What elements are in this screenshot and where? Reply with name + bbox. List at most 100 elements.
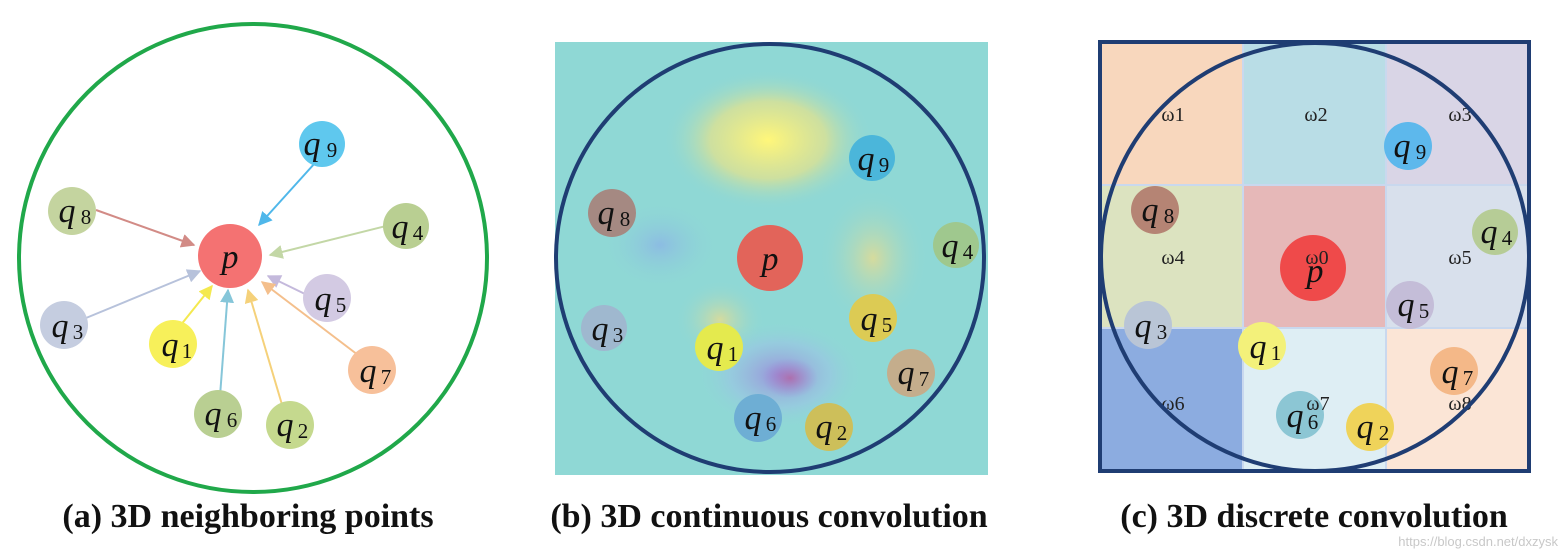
point-q6 [1276,391,1324,439]
label-q8: q [1142,192,1159,229]
point-q5 [303,274,351,322]
arrow-q8 [95,209,196,248]
label-q9: q [304,126,321,163]
sub-q8: 8 [1164,204,1175,228]
point-q3 [581,305,627,351]
label-q2: q [1357,409,1374,446]
label-p: p [220,239,239,276]
point-p [737,225,803,291]
sub-q9: 9 [879,153,890,177]
sub-q8: 8 [620,207,631,231]
label-q5: q [861,301,878,338]
arrow-q6 [219,288,235,397]
sub-q3: 3 [73,320,84,344]
point-q8 [48,187,96,235]
point-q4 [383,203,429,249]
point-q9 [849,135,895,181]
label-q6: q [205,396,222,433]
weight-w5: ω5 [1448,247,1471,269]
sub-q9: 9 [327,138,338,162]
point-q1 [695,323,743,371]
sub-q2: 2 [298,419,309,443]
panel-b: p q 9 q 8 q 4 q 3 q 5 q 1 q 7 q 6 q 2 (b… [550,42,988,535]
point-q6 [734,394,782,442]
kernel-circle [554,42,986,474]
label-q7: q [360,353,377,390]
arrow-q2 [244,288,284,409]
point-q7 [1430,347,1478,395]
point-q6 [194,390,242,438]
weight-w3: ω3 [1448,104,1471,126]
point-q1 [149,320,197,368]
point-q2 [805,403,853,451]
sub-q5: 5 [1419,299,1430,323]
label-q1: q [162,327,179,364]
label-q6: q [745,400,762,437]
point-q9 [1384,122,1432,170]
label-q2: q [816,409,833,446]
arrow-q4 [268,225,387,259]
kernel-circle [1099,41,1531,473]
point-q5 [849,294,897,342]
weight-w7: ω7 [1306,393,1329,415]
sub-q1: 1 [1271,341,1282,365]
point-q7 [348,346,396,394]
weight-w0: ω0 [1305,247,1328,269]
arrow-q5 [266,275,306,295]
sub-q2: 2 [837,421,848,445]
label-p: p [760,241,779,278]
label-q9: q [858,141,875,178]
point-q3 [40,301,88,349]
label-q1: q [707,330,724,367]
point-p [198,224,262,288]
weight-w4: ω4 [1161,247,1184,269]
arrow-q9 [258,162,316,227]
label-q7: q [898,355,915,392]
point-q8 [1131,186,1179,234]
sub-q5: 5 [882,313,893,337]
sub-q4: 4 [1502,226,1513,250]
label-q4: q [392,209,409,246]
arrow-q3 [85,269,202,319]
label-q8: q [59,193,76,230]
point-p [1280,235,1346,301]
label-q7: q [1442,354,1459,391]
field-blob-yellow-right [818,188,928,328]
label-q5: q [1398,287,1415,324]
sub-q5: 5 [336,293,347,317]
field-blob-purple [762,358,818,398]
sub-q7: 7 [1463,366,1474,390]
label-q4: q [1481,214,1498,251]
label-q2: q [277,407,294,444]
sub-q6: 6 [766,412,777,436]
point-q2 [266,401,314,449]
label-q6: q [1287,398,1304,435]
point-q4 [933,222,979,268]
sub-q6: 6 [1308,410,1319,434]
label-q3: q [592,311,609,348]
point-q3 [1124,301,1172,349]
sub-q7: 7 [919,367,930,391]
sub-q1: 1 [182,339,193,363]
arrow-q1 [179,284,213,327]
point-q7 [887,349,935,397]
sub-q4: 4 [963,240,974,264]
point-q4 [1472,209,1518,255]
caption-a: (a) 3D neighboring points [62,498,433,535]
caption-c: (c) 3D discrete convolution [1120,498,1508,535]
caption-b: (b) 3D continuous convolution [550,498,987,535]
panel-c: ω1 ω2 ω3 ω4 ω5 ω6 ω8 ω0 p q 9 q 8 q 4 q … [1098,40,1531,535]
sub-q2: 2 [1379,421,1390,445]
sub-q6: 6 [227,408,238,432]
label-q3: q [52,308,69,345]
point-q9 [299,121,345,167]
label-q9: q [1394,128,1411,165]
point-q5 [1386,281,1434,329]
weight-w1: ω1 [1161,104,1184,126]
label-q3: q [1135,308,1152,345]
sub-q1: 1 [728,342,739,366]
point-q8 [588,189,636,237]
sub-q3: 3 [613,323,624,347]
point-q1 [1238,322,1286,370]
